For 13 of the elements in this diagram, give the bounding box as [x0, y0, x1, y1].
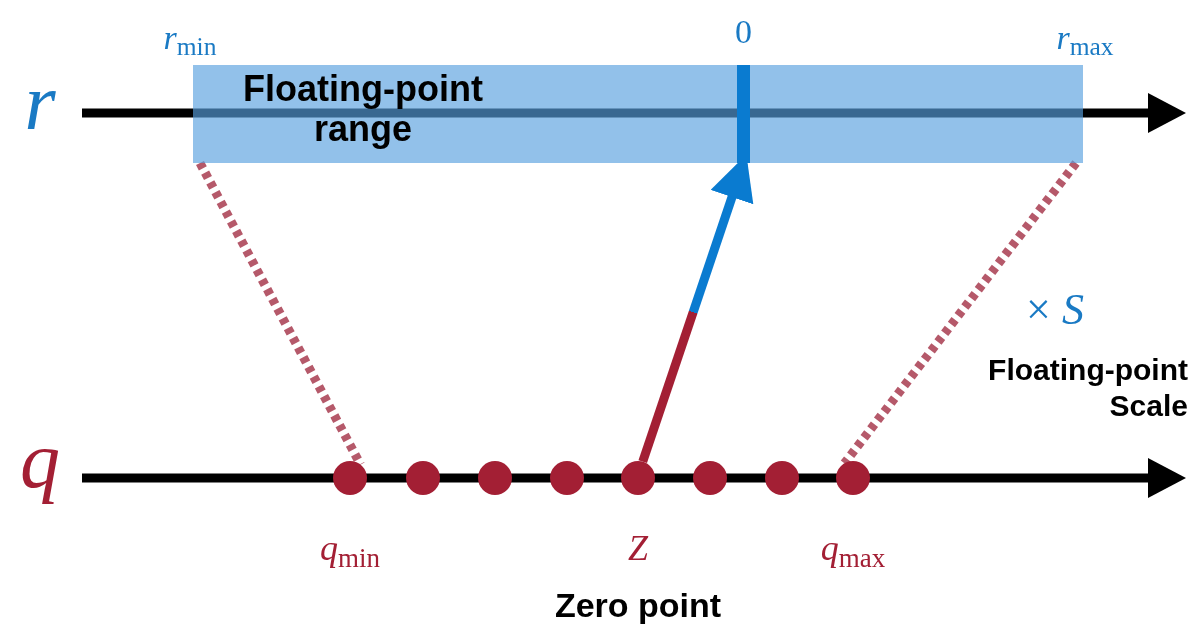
range-label: r$_{max}$	[1056, 18, 1114, 63]
range-label: r	[24, 62, 56, 142]
dotted-line	[196, 160, 365, 467]
range-label: r$_{min}$	[163, 18, 217, 63]
point-caption: Zero point	[554, 588, 722, 622]
band-label: Floating-point range	[242, 69, 484, 149]
tick-label: 0	[735, 15, 752, 49]
point-label: Z	[628, 530, 648, 566]
zero-tick-mark	[737, 65, 750, 163]
point-label: q$_{min}$	[320, 530, 380, 566]
point-label: q$_{max}$	[820, 530, 886, 566]
scale-caption: Floating-point Scale	[988, 352, 1188, 424]
axis-label: × S	[1026, 288, 1084, 332]
